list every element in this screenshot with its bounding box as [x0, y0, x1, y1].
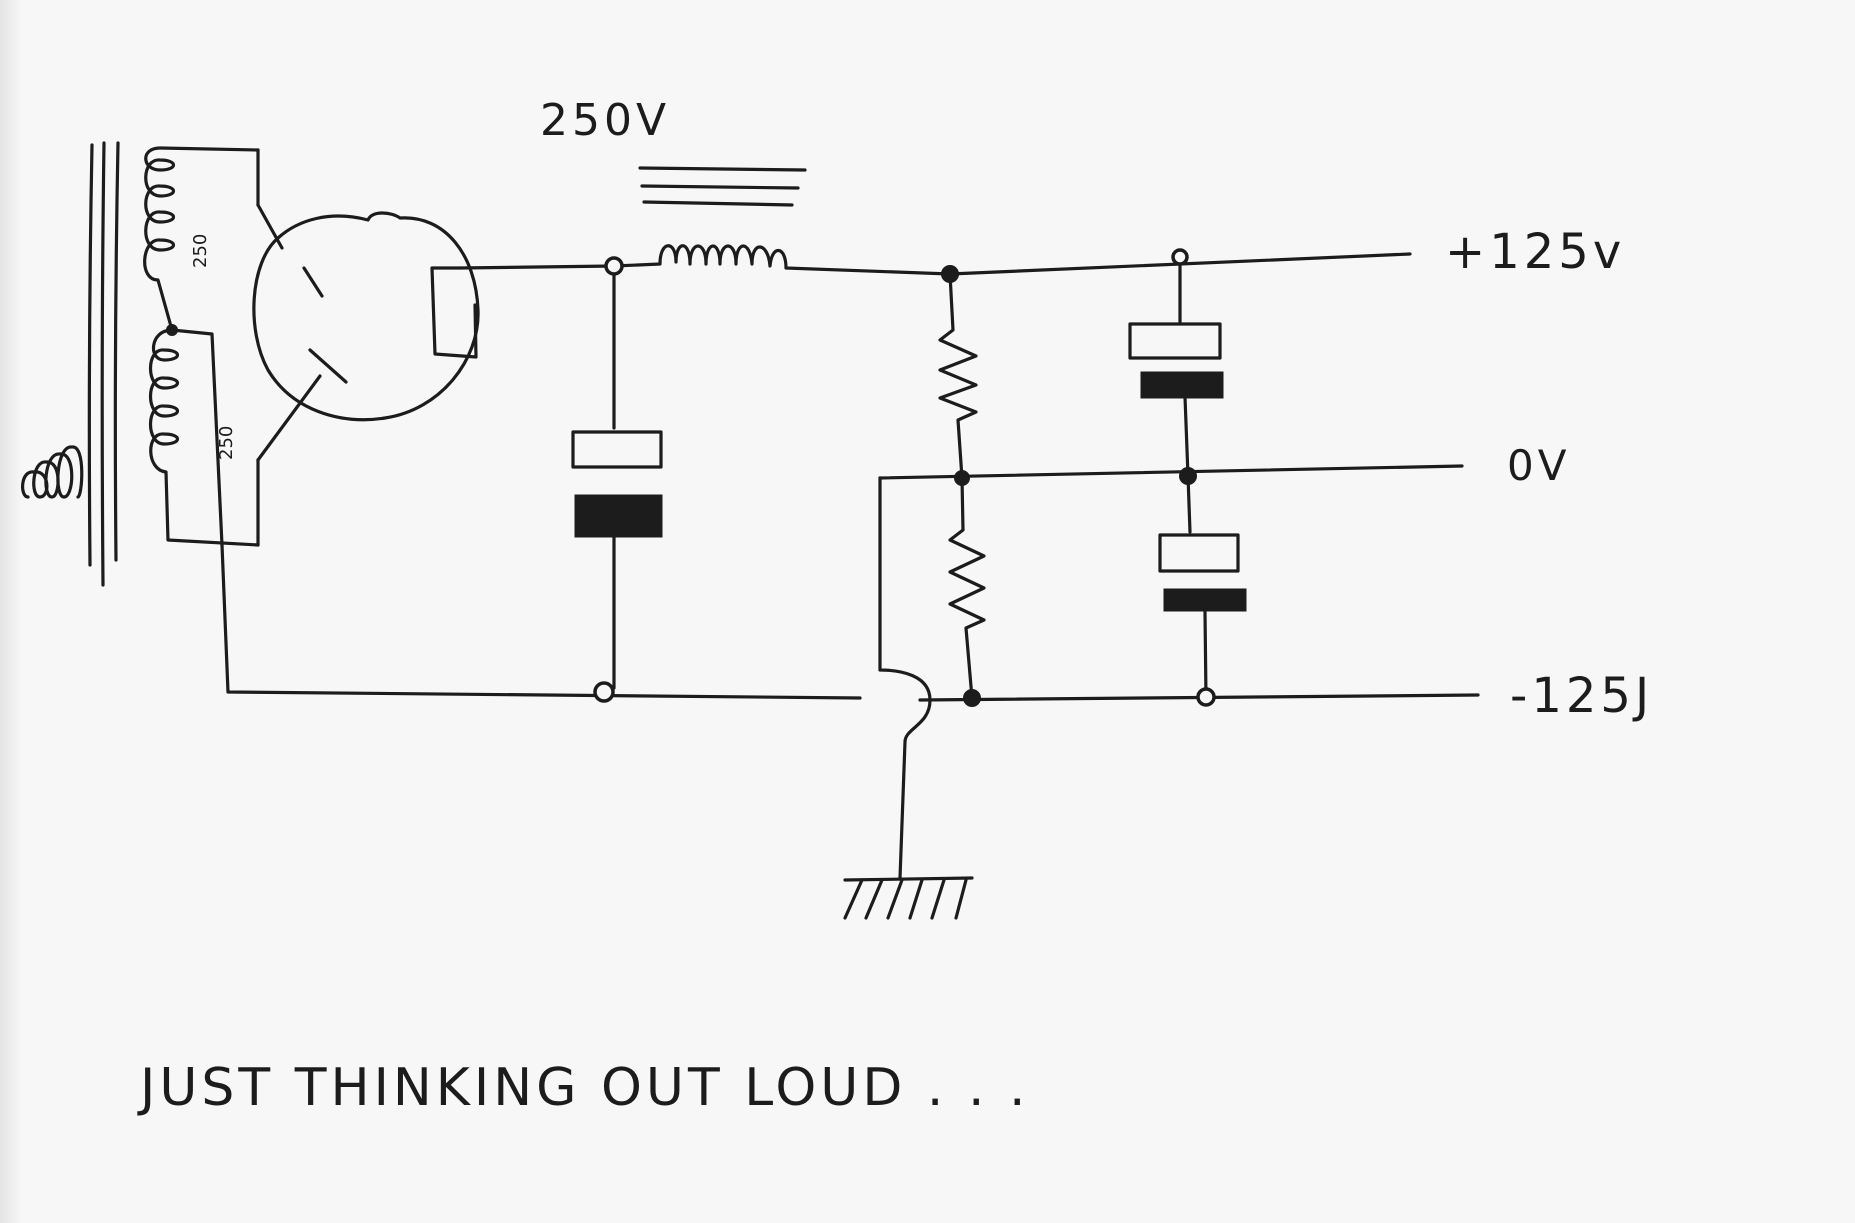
ground-lead — [878, 476, 932, 880]
transformer-core — [87, 141, 120, 587]
lower-resistor — [948, 476, 986, 700]
junction-node — [963, 689, 981, 707]
junction-node — [1179, 467, 1197, 485]
transformer-secondary-upper-winding — [143, 146, 260, 332]
rectifier-tube — [252, 203, 480, 462]
winding-upper-label: 250 — [190, 234, 211, 268]
tube-anode-lower — [308, 348, 348, 384]
supply-voltage-label: 250V — [540, 95, 670, 146]
center-tap-lead — [170, 328, 224, 547]
zero-rail-wire — [878, 464, 1464, 480]
filter-choke — [612, 166, 952, 276]
caption-text: JUST THINKING OUT LOUD . . . — [137, 1058, 1030, 1118]
upper-resistor — [938, 272, 978, 480]
junction-node — [1196, 687, 1216, 707]
junction-node — [1171, 248, 1189, 266]
ground-icon — [843, 876, 974, 920]
transformer-primary-winding — [21, 445, 84, 499]
tube-anode-upper — [302, 266, 324, 298]
junction-node — [954, 470, 970, 486]
lower-capacitor — [1158, 474, 1247, 700]
winding-lower-label: 250 — [216, 426, 237, 460]
positive-rail-label: +125v — [1445, 224, 1625, 280]
negative-rail-label: -125J — [1510, 668, 1653, 724]
upper-capacitor — [1128, 255, 1224, 478]
zero-rail-label: 0V — [1507, 441, 1570, 490]
wire-cathode-to-filter — [458, 264, 616, 270]
junction-node — [593, 681, 615, 703]
junction-node — [604, 256, 624, 276]
tube-cathode — [430, 266, 478, 359]
transformer-secondary-lower-winding — [149, 328, 260, 547]
reservoir-capacitor — [571, 264, 663, 690]
negative-rail-wire — [220, 543, 1480, 702]
junction-node — [941, 265, 959, 283]
